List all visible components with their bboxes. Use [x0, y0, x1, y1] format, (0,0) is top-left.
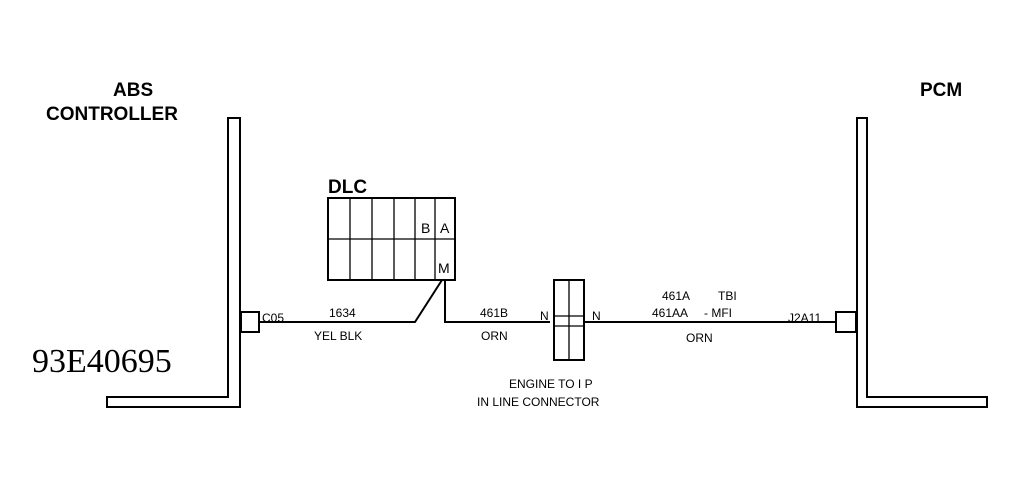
wire-461b-circuit: 461B	[480, 306, 508, 320]
wire-461a-circuit: 461A	[662, 289, 690, 303]
figure-id: 93E40695	[32, 343, 172, 380]
inline-connector-caption-1: ENGINE TO I P	[509, 377, 593, 391]
dlc-connector	[327, 197, 456, 281]
inline-connector	[553, 279, 585, 361]
wire-461b	[444, 280, 550, 323]
pcm-outline	[856, 117, 988, 408]
pcm-pin-terminal	[835, 311, 857, 333]
abs-controller-outline	[106, 117, 241, 408]
dlc-pin-a: A	[440, 220, 450, 236]
inline-connector-caption-2: IN LINE CONNECTOR	[477, 395, 600, 409]
wire-1634-color: YEL BLK	[314, 329, 362, 343]
wire-461b-color: ORN	[481, 329, 508, 343]
wire-1634-circuit: 1634	[329, 306, 356, 320]
wire-461aa-circuit: 461AA	[652, 306, 688, 320]
dlc-pin-m: M	[438, 260, 450, 276]
inline-pin-right: N	[592, 309, 601, 323]
dlc-pin-b: B	[421, 220, 430, 236]
wire-1634	[259, 279, 443, 323]
wire-461a-tbi-label: TBI	[718, 289, 737, 303]
abs-controller-pin-terminal	[240, 311, 260, 333]
pcm-title: PCM	[920, 80, 962, 101]
abs-controller-title-2: CONTROLLER	[46, 104, 178, 125]
abs-controller-title: ABS	[113, 80, 153, 101]
inline-pin-left: N	[540, 309, 549, 323]
pcm-pin-label: J2A11	[788, 311, 821, 325]
wire-461a-color: ORN	[686, 331, 713, 345]
dlc-title: DLC	[328, 177, 367, 198]
wire-461aa-mfi-label: - MFI	[704, 306, 732, 320]
abs-pin-label: C05	[262, 311, 284, 325]
